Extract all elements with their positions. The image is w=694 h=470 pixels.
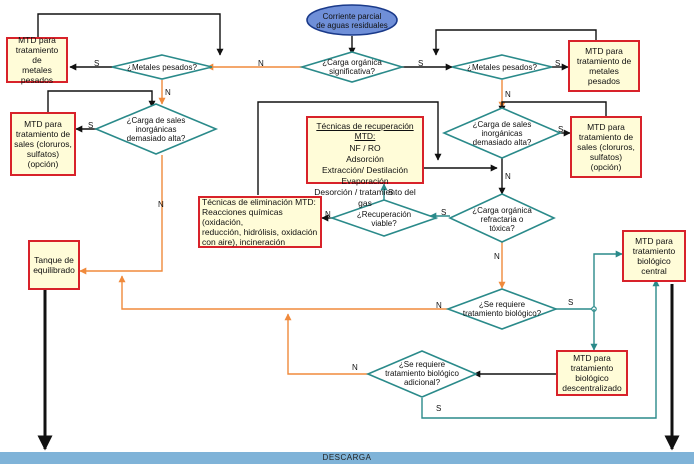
recovery-item: Desorción / tratamiento del gas: [314, 187, 416, 208]
arrow-bio-required-no: [118, 275, 450, 310]
label-yes: S: [418, 59, 424, 68]
arrow-salts-box-left-return: [47, 90, 156, 113]
decision-salts-left-label: ¿Carga de sales inorgánicas demasiado al…: [126, 116, 186, 143]
recovery-item: Extracción/ Destilación: [322, 165, 408, 175]
label-yes: S: [388, 188, 394, 197]
box-salts-treatment-left: MTD para tratamiento de sales (cloruros,…: [10, 112, 76, 176]
arrow-bio-required-yes-central: [552, 250, 623, 310]
decision-salts-right: [441, 107, 563, 159]
label-yes: S: [94, 59, 100, 68]
arrow-salts-left-no-to-tank: [79, 155, 163, 275]
arrow-salts-box-right-return: [498, 101, 607, 118]
decision-bio-additional: [365, 350, 479, 398]
recovery-item: NF / RO: [349, 143, 381, 153]
decision-refractory: [448, 193, 556, 243]
discharge-bar: DESCARGA: [0, 452, 694, 464]
label-no: N: [505, 172, 511, 181]
start-node: [306, 4, 398, 36]
label-yes: S: [88, 121, 94, 130]
decision-organic-load-label: ¿Carga orgánica significativa?: [322, 58, 382, 76]
label-no: N: [436, 301, 442, 310]
box-salts-treatment-right: MTD para tratamiento de sales (cloruros,…: [570, 116, 642, 178]
decision-bio-required: [445, 288, 559, 330]
start-label: Corriente parcial de aguas residuales: [316, 12, 388, 30]
decision-bio-required-label: ¿Se requiere tratamiento biológico?: [462, 300, 542, 318]
label-yes: S: [555, 59, 561, 68]
box-metals-treatment-left: MTD para tratamiento de metales pesados: [6, 35, 68, 85]
decision-recovery-viable-label: ¿Recuperación viable?: [356, 210, 412, 228]
label-yes: S: [441, 208, 447, 217]
decision-bio-additional-label: ¿Se requiere tratamiento biológico adici…: [385, 360, 459, 387]
label-no: N: [158, 200, 164, 209]
box-decentralized-biological: MTD para tratamiento biológico descentra…: [556, 350, 628, 396]
label-no: N: [325, 210, 331, 219]
recovery-item: Adsorción: [346, 154, 384, 164]
arrow-elimination-return: [257, 101, 442, 195]
decision-metals-right: [451, 54, 553, 80]
decision-recovery-viable: [329, 199, 439, 237]
box-equalization-tank: Tanque de equilibrado: [28, 240, 80, 290]
decision-organic-load: [299, 51, 405, 83]
decision-salts-right-label: ¿Carga de sales inorgánicas demasiado al…: [472, 120, 532, 147]
arrow-metals-box-right-return: [432, 29, 597, 56]
box-metals-treatment-right: MTD para tratamiento de metales pesados: [568, 40, 640, 92]
decision-refractory-label: ¿Carga orgánica refractaria o tóxica?: [472, 206, 532, 233]
arrow-metals-box-left-return: [37, 13, 224, 56]
label-no: N: [352, 363, 358, 372]
label-yes: S: [558, 125, 564, 134]
box-elimination-techniques: Técnicas de eliminación MTD: Reacciones …: [198, 196, 322, 248]
decision-metals-left-label: ¿Metales pesados?: [127, 63, 197, 72]
label-yes: S: [436, 404, 442, 413]
recovery-heading: Técnicas de recuperación MTD:: [316, 121, 414, 141]
label-yes: S: [568, 298, 574, 307]
arrow-additional-yes-to-central: [421, 279, 660, 419]
label-no: N: [505, 90, 511, 99]
label-no: N: [165, 88, 171, 97]
label-no: N: [494, 252, 500, 261]
decision-metals-left: [111, 54, 213, 80]
arrow-additional-no: [284, 313, 370, 375]
label-no: N: [258, 59, 264, 68]
box-recovery-techniques: Técnicas de recuperación MTD: NF / RO Ad…: [306, 116, 424, 208]
recovery-item: Evaporación: [341, 176, 389, 186]
decision-metals-right-label: ¿Metales pesados?: [467, 63, 537, 72]
decision-salts-left: [93, 103, 219, 155]
box-central-biological: MTD para tratamiento biológico central: [622, 230, 686, 282]
